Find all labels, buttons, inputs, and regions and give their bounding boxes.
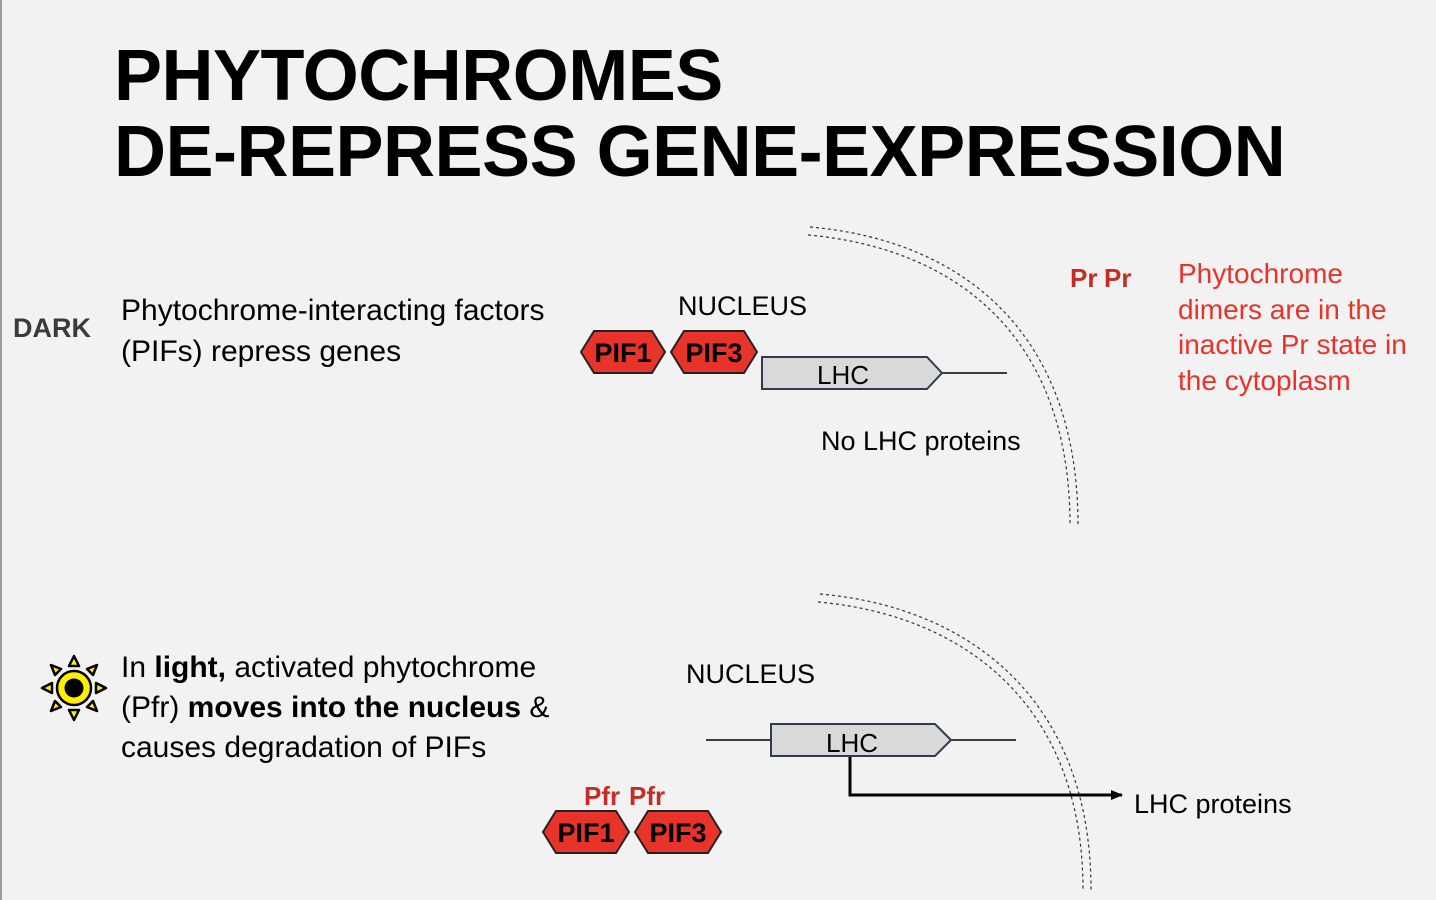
light-phytochrome-pfr-2: Pfr (629, 781, 665, 811)
light-pif1-protein (541, 810, 631, 854)
light-nuclear-envelope (817, 593, 1092, 891)
light-pif3-protein (633, 810, 723, 854)
light-nucleus-label: NUCLEUS (686, 659, 815, 689)
dark-nucleus-label: NUCLEUS (678, 291, 807, 321)
dark-nuclear-envelope (807, 226, 1079, 526)
light-pif1-label: PIF1 (557, 818, 614, 848)
light-result-label: LHC proteins (1134, 789, 1292, 819)
dark-lhc-gene-label: LHC (817, 360, 869, 390)
dark-phytochrome-pr-1: Pr (1070, 263, 1097, 293)
dark-pif1-label: PIF1 (594, 338, 651, 368)
dark-pif3-protein (669, 330, 759, 374)
light-text-part-5: & causes degradation of PIFs (121, 691, 550, 764)
light-text-bold-moves: moves into the nucleus (187, 691, 522, 724)
title-line-1: PHYTOCHROMES (114, 36, 723, 116)
slide-title: PHYTOCHROMES DE-REPRESS GENE-EXPRESSION (114, 36, 1286, 192)
light-lhc-gene (770, 723, 953, 757)
dark-pif3-label: PIF3 (685, 338, 742, 368)
title-line-2: DE-REPRESS GENE-EXPRESSION (114, 112, 1286, 192)
light-description: In light, activated phytochrome (Pfr) mo… (121, 648, 551, 768)
light-phytochrome-pfr-1: Pfr (584, 781, 620, 811)
expression-arrow (848, 757, 1123, 800)
dark-description: Phytochrome-interacting factors (PIFs) r… (121, 294, 545, 368)
light-pif3-label: PIF3 (649, 818, 706, 848)
sun-icon (40, 654, 108, 722)
dark-phytochrome-pr-2: Pr (1104, 263, 1131, 293)
light-lhc-gene-label: LHC (826, 728, 878, 758)
light-text-part-1: In (121, 651, 155, 684)
dark-lhc-gene (761, 356, 944, 390)
light-text-bold-light: light, (154, 651, 227, 684)
slide-left-border (0, 0, 2, 900)
dark-pif1-protein (579, 330, 667, 374)
light-text-part-3: activated phytochrome (Pfr) (121, 651, 537, 724)
dark-condition-label: DARK (13, 313, 91, 343)
sun-rays (40, 654, 108, 722)
phytochrome-state-note: Phytochrome dimers are in the inactive P… (1178, 258, 1407, 396)
dark-result-label: No LHC proteins (821, 426, 1021, 456)
